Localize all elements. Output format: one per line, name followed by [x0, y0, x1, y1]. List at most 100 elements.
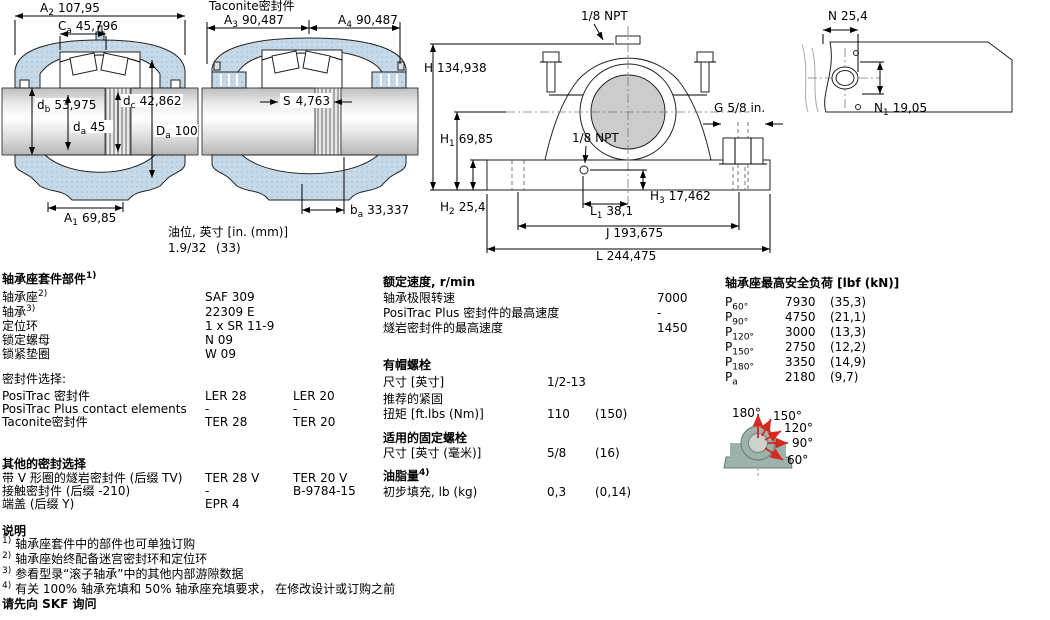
load-kn: (12,2)	[830, 340, 867, 354]
seal-label: PosiTrac Plus contact elements	[2, 402, 187, 416]
seal-col2: LER 20	[293, 389, 335, 403]
taconite-seal-left	[211, 61, 247, 89]
load-lbf: 3350	[785, 355, 816, 369]
npt-top-label: 1/8 NPT	[581, 9, 628, 23]
other-seal-row: 接触密封件 (后缀 -210)-B-9784-15	[2, 485, 382, 498]
note-item: 1) 轴承座套件中的部件也可单独订购	[2, 536, 196, 551]
oil-level-inch: 1.9/32	[168, 241, 206, 255]
angle-label-90: 90°	[792, 436, 813, 450]
kit-label: 锁紧垫圈	[2, 347, 51, 361]
speeds-header: 额定速度, r/min	[383, 275, 476, 289]
grease-fitting	[95, 31, 105, 41]
kit-value: 22309 E	[205, 305, 255, 319]
loads-header: 轴承座最高安全负荷 [lbf (kN)]	[725, 276, 900, 290]
note-item: 3) 参看型录“滚子轴承”中的其他内部游隙数据	[2, 566, 244, 581]
foundation-bolts-header: 适用的固定螺栓	[383, 431, 468, 445]
kit-label: 轴承座2)	[2, 289, 48, 304]
seal-col1: TER 28	[205, 415, 248, 429]
speed-value: 7000	[657, 291, 688, 305]
other-seal-row: 端盖 (后缀 Y)EPR 4	[2, 498, 382, 511]
npt-side-label: 1/8 NPT	[572, 131, 619, 145]
load-lbf: 3000	[785, 325, 816, 339]
cap-bolt-left	[540, 51, 562, 93]
load-lbf: 2180	[785, 370, 816, 384]
seal-label: 带 V 形圈的燧岩密封件 (后缀 TV)	[2, 471, 183, 485]
notes-footer: 请先向 SKF 询问	[2, 597, 97, 611]
spec-value: 5/8	[547, 446, 567, 460]
seal-label: Taconite密封件	[2, 415, 88, 429]
taconite-title: Taconite密封件	[208, 0, 295, 13]
angle-label-120: 120°	[784, 421, 813, 435]
housing-base	[14, 154, 186, 201]
load-kn: (13,3)	[830, 325, 867, 339]
spec-value-alt: (0,14)	[595, 485, 632, 499]
spec-value-alt: (16)	[595, 446, 620, 460]
load-label: P60°	[725, 295, 749, 313]
seal-col2: TER 20	[293, 415, 336, 429]
load-row: P150°2750(12,2)	[725, 340, 925, 358]
angle-label-180: 180°	[732, 406, 761, 420]
load-row: P120°3000(13,3)	[725, 325, 925, 342]
notes-header: 说明	[2, 524, 27, 538]
foundation-bolt-size-row: 尺寸 [英寸 (毫米)]5/8(16)	[383, 447, 703, 460]
seal-col1: LER 28	[205, 389, 247, 403]
seal-col1: -	[205, 484, 210, 498]
load-lbf: 4750	[785, 310, 816, 324]
cap-bolt-torque-row: 扭矩 [ft.lbs (Nm)]110(150)	[383, 408, 703, 421]
grease-header: 油脂量4)	[383, 468, 430, 483]
cap-bolt-right	[694, 51, 716, 93]
speed-value: -	[657, 306, 662, 320]
seal-ring-left	[19, 79, 30, 89]
seal-row: Taconite密封件 TER 28 TER 20	[2, 416, 382, 429]
load-kn: (9,7)	[830, 370, 859, 384]
pillow-block-silhouette	[723, 425, 793, 476]
kit-value: 1 x SR 11-9	[205, 319, 275, 333]
load-angle-labels: 180° 150° 120° 90° 60°	[732, 406, 813, 467]
cap-bolt-size-row: 尺寸 [英寸]1/2-13	[383, 376, 703, 389]
other-seals-header: 其他的密封选择	[2, 457, 87, 471]
spec-value-alt: (150)	[595, 407, 628, 421]
angle-label-60: 60°	[787, 453, 808, 467]
load-row: P180°3350(14,9)	[725, 355, 925, 372]
seal-label: 端盖 (后缀 Y)	[2, 497, 75, 511]
spec-value: 0,3	[547, 485, 567, 499]
bearing	[261, 49, 343, 89]
oil-level-mm: (33)	[216, 241, 241, 255]
kit-header: 轴承座套件部件1)	[2, 271, 97, 286]
kit-row-housing: 轴承座2)SAF 309	[2, 289, 382, 304]
drain-port	[579, 165, 589, 175]
load-label: P150°	[725, 340, 754, 358]
note-text: 轴承座套件中的部件也可单独订购	[15, 537, 196, 551]
kit-value: W 09	[205, 347, 236, 361]
spec-value: 1/2-13	[547, 375, 586, 389]
spec-value: 110	[547, 407, 570, 421]
seal-choice-header: 密封件选择:	[2, 372, 67, 386]
